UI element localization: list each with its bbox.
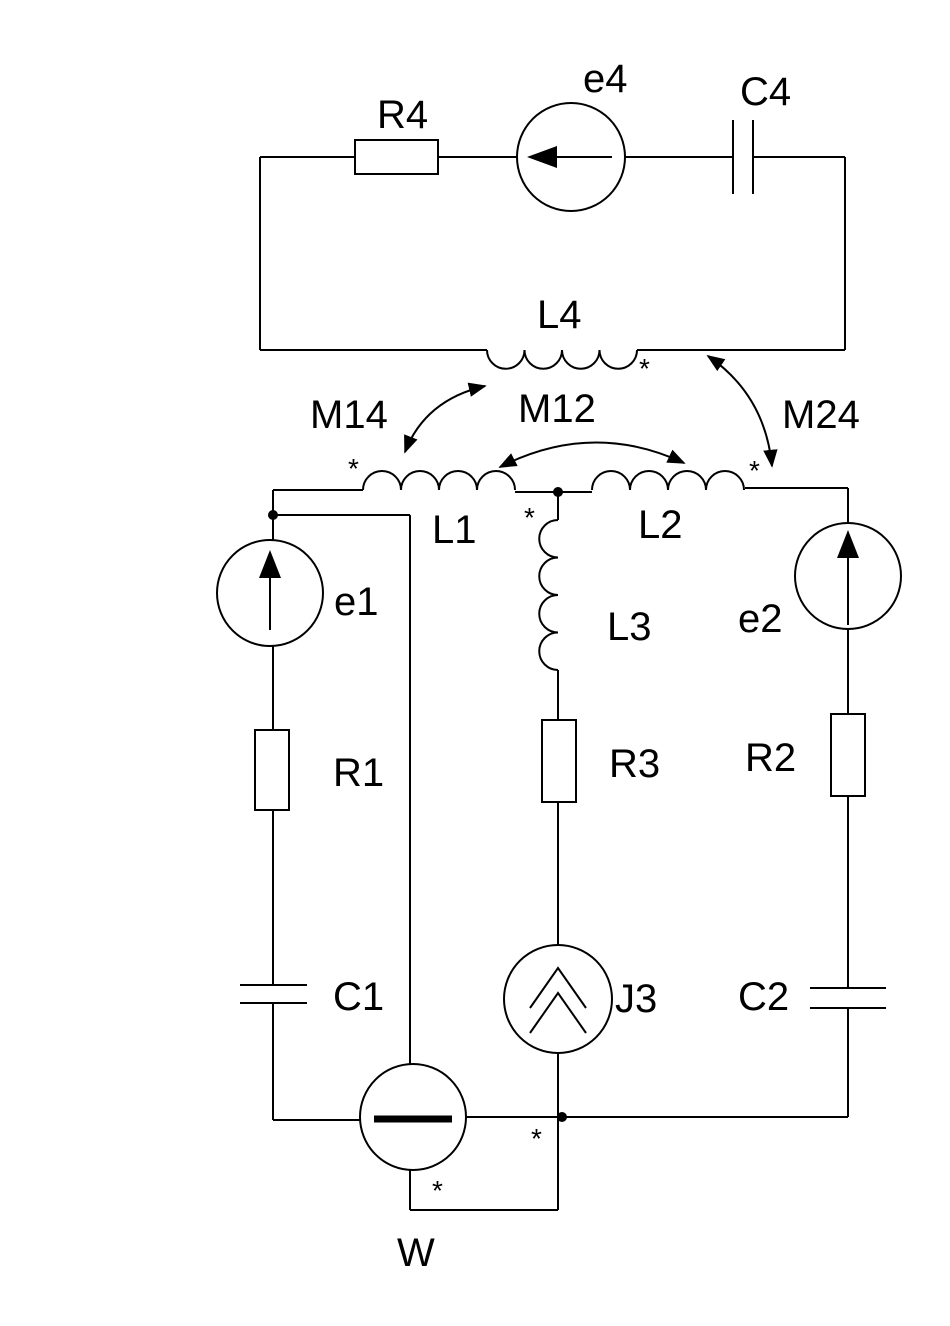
- junction-node: [553, 487, 563, 497]
- label-e2: e2: [738, 597, 783, 641]
- junction-node: [268, 510, 278, 520]
- capacitor-c1: [240, 984, 307, 1004]
- label-m12: M12: [518, 387, 596, 431]
- polarity-mark-l4: *: [639, 353, 650, 384]
- voltage-source-e4: [516, 102, 626, 212]
- label-c2: C2: [738, 975, 789, 1019]
- label-m24: M24: [782, 393, 860, 437]
- label-l1: L1: [432, 508, 477, 552]
- inductor-l3: [538, 519, 559, 671]
- top-loop-wires: [259, 156, 846, 351]
- label-l3: L3: [607, 605, 652, 649]
- current-source-j3: [503, 944, 613, 1054]
- label-r1: R1: [333, 751, 384, 795]
- voltage-source-e1: [216, 539, 324, 647]
- polarity-mark-l1: *: [348, 453, 359, 484]
- label-r3: R3: [609, 742, 660, 786]
- label-m14: M14: [310, 393, 388, 437]
- inductor-l2: [591, 470, 745, 491]
- polarity-mark-wattmeter-current: *: [531, 1123, 542, 1154]
- inductor-l4: [486, 349, 638, 370]
- resistor-r3: [541, 719, 577, 803]
- resistor-r4: [354, 139, 439, 175]
- capacitor-c4: [732, 120, 754, 194]
- label-e4: e4: [583, 57, 628, 101]
- coupling-arrow-m14: [404, 382, 487, 454]
- inductor-l1: [362, 470, 516, 491]
- label-j3: J3: [615, 977, 657, 1021]
- capacitor-c2: [810, 987, 886, 1009]
- polarity-mark-l3: *: [524, 502, 535, 533]
- voltage-source-e2: [794, 522, 902, 630]
- junction-node: [557, 1112, 567, 1122]
- label-c4: C4: [740, 70, 791, 114]
- polarity-mark-wattmeter-voltage: *: [432, 1175, 443, 1206]
- resistor-r2: [830, 713, 866, 797]
- coupling-arrow-m24: [706, 354, 778, 468]
- wattmeter-w: [359, 1063, 467, 1171]
- label-r4: R4: [377, 93, 428, 137]
- label-c1: C1: [333, 975, 384, 1019]
- label-l2: L2: [638, 503, 683, 547]
- resistor-r1: [254, 729, 290, 811]
- coupling-arrow-m12: [498, 441, 686, 468]
- label-w: W: [397, 1231, 435, 1275]
- polarity-mark-l2: *: [749, 455, 760, 486]
- label-l4: L4: [537, 293, 582, 337]
- label-e1: e1: [334, 580, 379, 624]
- label-r2: R2: [745, 736, 796, 780]
